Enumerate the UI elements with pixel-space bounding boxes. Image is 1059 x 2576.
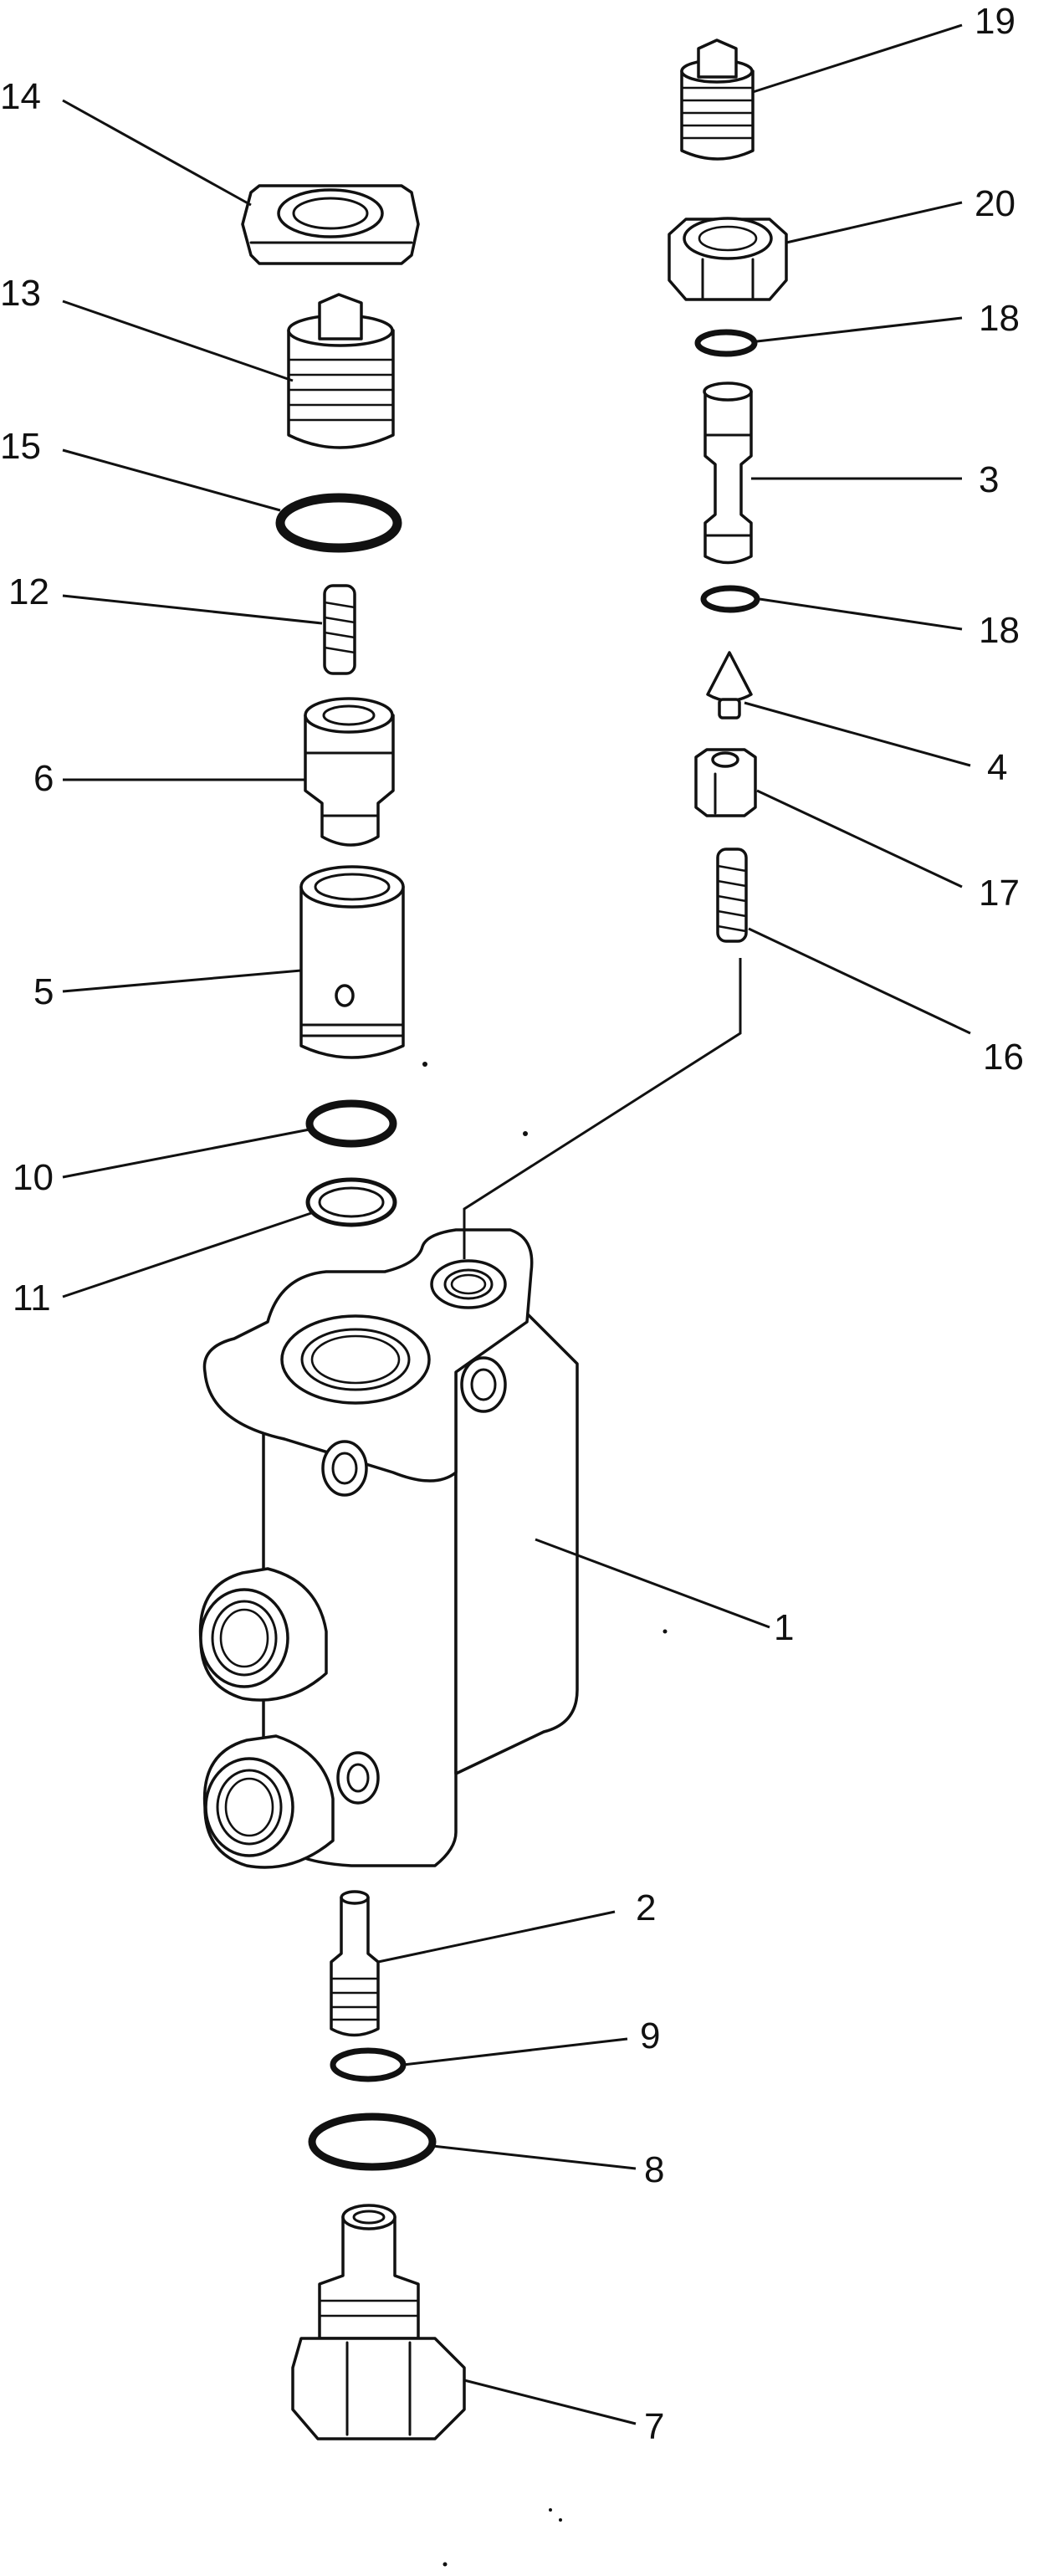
- callout-6: 6: [33, 758, 54, 799]
- leader-7: [463, 2379, 637, 2425]
- assembly-path-line: [463, 958, 742, 1259]
- callout-1: 1: [774, 1607, 794, 1648]
- part-8-o-ring: [308, 2113, 437, 2171]
- part-11-backup-ring: [305, 1177, 397, 1227]
- part-17-seat: [694, 748, 757, 817]
- part-3-piston: [703, 382, 753, 565]
- leader-16: [748, 927, 971, 1035]
- leader-18-lower: [759, 597, 963, 631]
- leader-4: [744, 701, 971, 767]
- callout-13: 13: [0, 273, 41, 314]
- leader-19: [752, 23, 963, 94]
- part-6-valve: [304, 697, 395, 847]
- callout-11: 11: [13, 1278, 51, 1319]
- callout-9: 9: [640, 2015, 660, 2056]
- leader-17: [756, 789, 963, 889]
- callout-19: 19: [975, 1, 1016, 42]
- callout-8: 8: [644, 2149, 664, 2190]
- callout-12: 12: [8, 571, 49, 612]
- part-20-nut: [668, 217, 788, 301]
- callout-5: 5: [33, 971, 54, 1012]
- leader-2: [377, 1910, 616, 1964]
- callout-20: 20: [975, 183, 1016, 224]
- leader-20: [785, 201, 963, 244]
- scan-specks: [422, 1062, 668, 2567]
- leader-11: [62, 1211, 312, 1298]
- part-15-o-ring: [275, 493, 402, 553]
- callout-16: 16: [983, 1037, 1024, 1078]
- leader-18-upper: [756, 316, 963, 343]
- callout-4: 4: [987, 747, 1007, 788]
- part-2-pin: [330, 1890, 380, 2037]
- part-18-o-ring-upper: [694, 329, 758, 357]
- part-1-valve-body: [198, 1228, 579, 1869]
- callout-7: 7: [644, 2406, 664, 2447]
- callout-10: 10: [13, 1157, 54, 1198]
- leader-9: [402, 2037, 628, 2066]
- callout-18-lower: 18: [979, 610, 1020, 651]
- leader-14: [62, 99, 252, 207]
- part-18-o-ring-lower: [700, 585, 760, 613]
- part-13-adjuster-plug: [287, 293, 395, 449]
- leader-13: [62, 300, 294, 382]
- callout-17: 17: [979, 873, 1020, 914]
- leader-10: [62, 1128, 310, 1179]
- part-7-plug: [291, 2204, 466, 2440]
- leader-8: [432, 2144, 637, 2170]
- part-12-spring: [323, 584, 356, 675]
- part-4-poppet: [706, 651, 753, 720]
- callout-18-upper: 18: [979, 298, 1020, 339]
- part-16-spring: [716, 848, 748, 943]
- part-19-set-screw: [680, 38, 755, 161]
- leader-15: [62, 448, 281, 512]
- leader-12: [62, 594, 323, 625]
- callout-15: 15: [0, 426, 41, 467]
- part-5-sleeve: [299, 865, 405, 1059]
- leader-5: [62, 969, 302, 993]
- callout-14: 14: [0, 76, 41, 117]
- callout-3: 3: [979, 459, 999, 500]
- part-10-o-ring: [305, 1099, 397, 1148]
- callout-2: 2: [636, 1887, 656, 1928]
- part-9-o-ring: [330, 2047, 407, 2082]
- leader-1: [535, 1538, 770, 1629]
- part-14-lock-nut: [241, 184, 420, 265]
